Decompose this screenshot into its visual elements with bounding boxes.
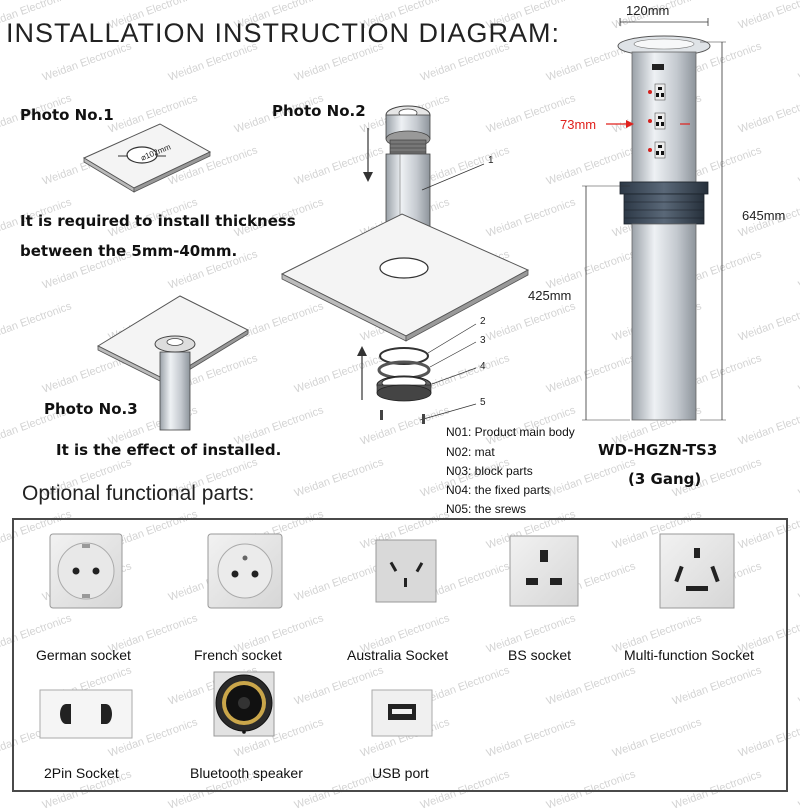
multi-function-socket-icon	[659, 533, 735, 609]
dimension-spacing: 73mm	[560, 117, 597, 132]
dimension-width: 120mm	[626, 3, 670, 18]
dimension-body-height: 425mm	[528, 288, 572, 303]
legend-n05: N05: the srews	[446, 502, 527, 516]
model-name: WD-HGZN-TS3	[598, 441, 718, 459]
part-label-usb: USB port	[372, 765, 429, 781]
legend-n04: N04: the fixed parts	[446, 483, 551, 497]
photo3-note: It is the effect of installed.	[56, 441, 282, 459]
tower-socket-1	[648, 83, 666, 101]
part-label-multi-function: Multi-function Socket	[624, 647, 754, 663]
part-label-australia: Australia Socket	[347, 647, 449, 663]
photo1-label: Photo No.1	[20, 106, 114, 124]
part-label-french: French socket	[194, 647, 282, 663]
tower-socket-2	[648, 112, 666, 130]
callout-4: 4	[480, 361, 486, 372]
usb-port-icon	[371, 689, 433, 737]
australia-socket-icon	[375, 539, 437, 603]
photo1-note-line1: It is required to install thickness	[20, 212, 296, 230]
optional-parts-panel	[12, 518, 788, 792]
part-label-bs: BS socket	[508, 647, 572, 663]
photo3-installed	[96, 295, 250, 431]
callout-5: 5	[480, 397, 486, 408]
photo2-exploded-view	[280, 105, 530, 424]
photo1-note-line2: between the 5mm-40mm.	[20, 242, 238, 260]
photo1-plate	[82, 123, 212, 193]
tower-socket-3	[648, 141, 666, 159]
legend-n02: N02: mat	[446, 445, 495, 459]
bs-socket-icon	[509, 535, 579, 607]
german-socket-icon	[49, 533, 123, 609]
pop-up-tower	[582, 18, 726, 421]
optional-parts-title: Optional functional parts:	[22, 482, 255, 505]
callout-3: 3	[480, 335, 486, 346]
dimension-total-height: 645mm	[742, 208, 786, 223]
legend-n01: N01: Product main body	[446, 425, 575, 439]
photo3-label: Photo No.3	[44, 400, 138, 418]
bluetooth-speaker-icon	[213, 671, 275, 737]
page-title: INSTALLATION INSTRUCTION DIAGRAM:	[6, 18, 561, 48]
callout-1: 1	[488, 155, 494, 166]
gang-count: (3 Gang)	[628, 470, 702, 488]
callout-2: 2	[480, 316, 486, 327]
french-socket-icon	[207, 533, 283, 609]
part-label-bluetooth: Bluetooth speaker	[190, 765, 303, 781]
part-label-german: German socket	[36, 647, 131, 663]
two-pin-socket-icon	[39, 689, 133, 739]
legend-n03: N03: block parts	[446, 464, 533, 478]
photo2-label: Photo No.2	[272, 102, 366, 120]
part-label-2pin: 2Pin Socket	[44, 765, 119, 781]
